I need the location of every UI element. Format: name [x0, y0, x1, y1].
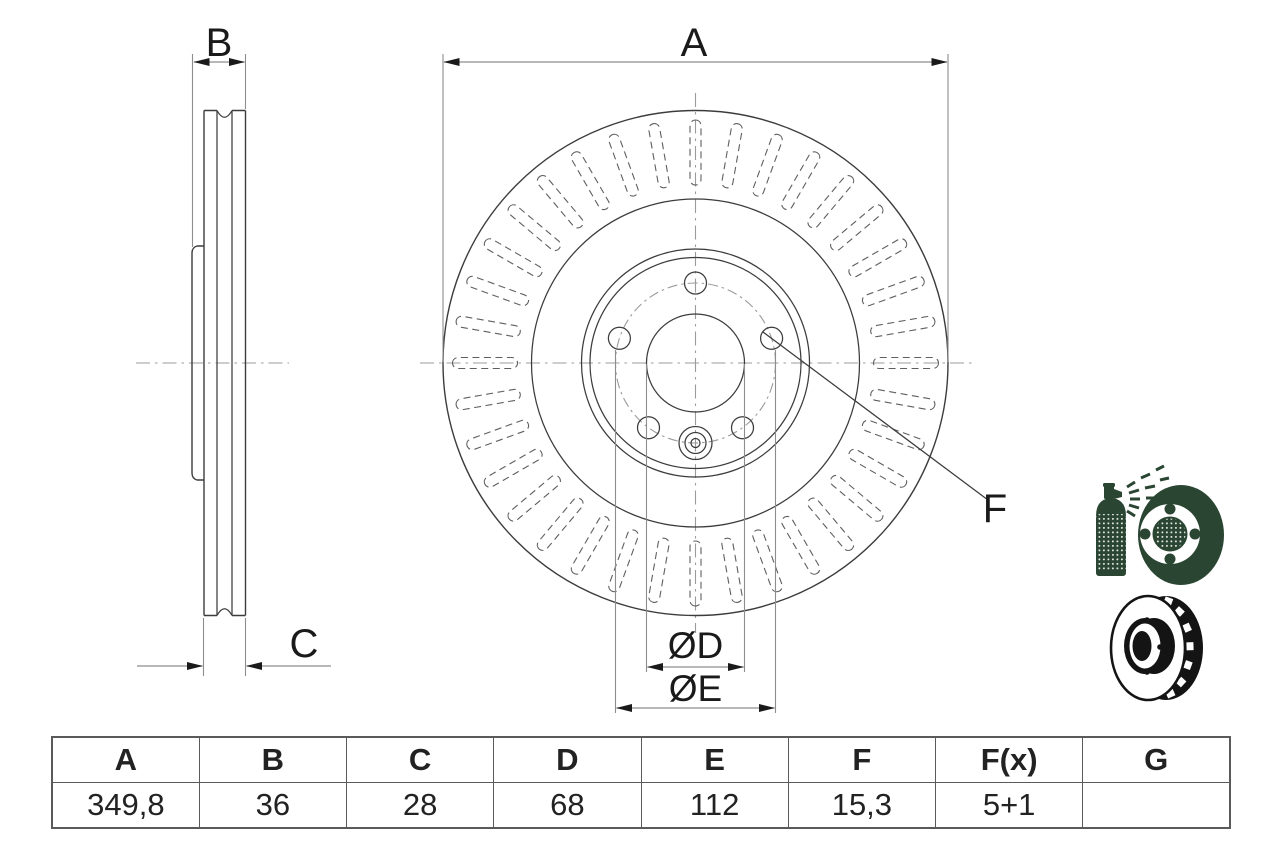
vent-slot	[830, 204, 884, 252]
coated-drum-face	[1138, 485, 1224, 585]
vent-slot	[507, 204, 561, 252]
vent-slot	[536, 497, 584, 551]
vent-slot	[781, 151, 821, 211]
vent-slot	[721, 537, 743, 603]
table-value-cell: 28	[345, 782, 495, 829]
table-value-cell: 5+1	[934, 782, 1084, 829]
vent-slot	[466, 275, 530, 307]
vent-square	[1175, 676, 1187, 688]
vent-slot	[848, 448, 908, 488]
dim-c-label: C	[290, 622, 319, 666]
table-header-cell: E	[640, 736, 789, 783]
bolt-hole	[607, 326, 632, 350]
vent-slot	[872, 356, 940, 370]
dimension-a: A	[442, 21, 949, 362]
vent-slot	[861, 275, 925, 307]
vent-slot	[570, 515, 610, 575]
table-header-cell: C	[345, 736, 495, 783]
vent-slot	[689, 540, 702, 607]
vent-slot	[507, 474, 561, 522]
table-value-cell: 112	[640, 782, 789, 829]
bolt-hole	[730, 416, 755, 440]
vent-slot	[870, 388, 936, 411]
vent-square	[1174, 606, 1185, 617]
vent-slot	[608, 133, 639, 197]
dim-f-label: F	[983, 487, 1007, 531]
table-value-cell: 15,3	[787, 782, 937, 829]
dimension-b: B	[191, 21, 247, 247]
hat-outline	[191, 245, 204, 481]
outer-diameter-circle	[442, 109, 949, 617]
vent-slot	[807, 497, 855, 551]
vent-slot	[570, 151, 610, 211]
vent-slot	[536, 175, 584, 229]
technical-drawing: B A C ØD ØE	[136, 21, 1224, 713]
vent-slot	[483, 238, 543, 278]
vent-slot	[861, 419, 925, 451]
vent-slot	[830, 474, 884, 522]
vent-slot	[608, 529, 639, 593]
vent-slot	[466, 419, 530, 451]
vent-slot	[648, 123, 670, 189]
vent-slot	[483, 448, 543, 488]
dimension-d: ØD	[645, 364, 746, 672]
vent-slot	[870, 315, 936, 338]
bolt-hole	[636, 416, 661, 440]
vent-slot	[648, 537, 670, 603]
table-header-cell: A	[51, 736, 200, 783]
hat-outer-circle	[580, 248, 811, 478]
dimension-c: C	[137, 618, 331, 676]
dim-a-label: A	[681, 21, 708, 65]
vent-square	[1183, 660, 1193, 671]
dim-e-label: ØE	[669, 668, 722, 709]
vent-slot	[455, 388, 521, 411]
vent-slot	[451, 356, 519, 370]
table-header-cell: F	[787, 736, 937, 783]
vent-slot	[848, 238, 908, 278]
vent-slot	[807, 175, 855, 229]
table-value-cell: 349,8	[51, 782, 200, 829]
table-header-cell: B	[198, 736, 348, 783]
hat-step-circle	[589, 256, 802, 470]
vented-disc-icon	[1109, 594, 1203, 702]
table-header-cell: F(x)	[934, 736, 1084, 783]
dimension-e: ØE	[614, 350, 777, 713]
spec-table-value-row: 349,8 36 28 68 112 15,3 5+1	[51, 782, 1231, 829]
vent-slot	[752, 529, 783, 593]
dimension-f-leader: F	[762, 331, 1007, 531]
spray-coating-icon	[1096, 464, 1224, 585]
vent-slot	[721, 123, 743, 189]
side-view	[136, 109, 289, 617]
vent-square	[1186, 642, 1194, 651]
front-view	[420, 93, 973, 633]
spray-can	[1096, 483, 1126, 576]
vent-slot	[781, 515, 821, 575]
bolt-holes	[607, 271, 784, 440]
bolt-hole	[683, 271, 708, 295]
vent-slot	[455, 315, 521, 338]
table-value-cell	[1082, 782, 1231, 829]
vent-square	[1182, 622, 1192, 633]
vent-slot	[689, 119, 702, 186]
dim-b-label: B	[206, 21, 233, 65]
table-value-cell: 36	[198, 782, 348, 829]
spec-table-header-row: A B C D E F F(x) G	[51, 736, 1231, 783]
vent-slots	[451, 119, 940, 607]
pin-hole	[678, 425, 713, 461]
vent-slot	[752, 133, 783, 197]
friction-band-inner-circle	[530, 198, 861, 528]
table-header-cell: D	[493, 736, 642, 783]
table-value-cell: 68	[493, 782, 642, 829]
table-header-cell: G	[1082, 736, 1231, 783]
center-bore-circle	[645, 313, 746, 413]
spec-table: A B C D E F F(x) G 349,8 36 28 68 112 15…	[51, 736, 1231, 829]
dim-d-label: ØD	[668, 625, 724, 666]
bolt-hole	[759, 326, 784, 350]
